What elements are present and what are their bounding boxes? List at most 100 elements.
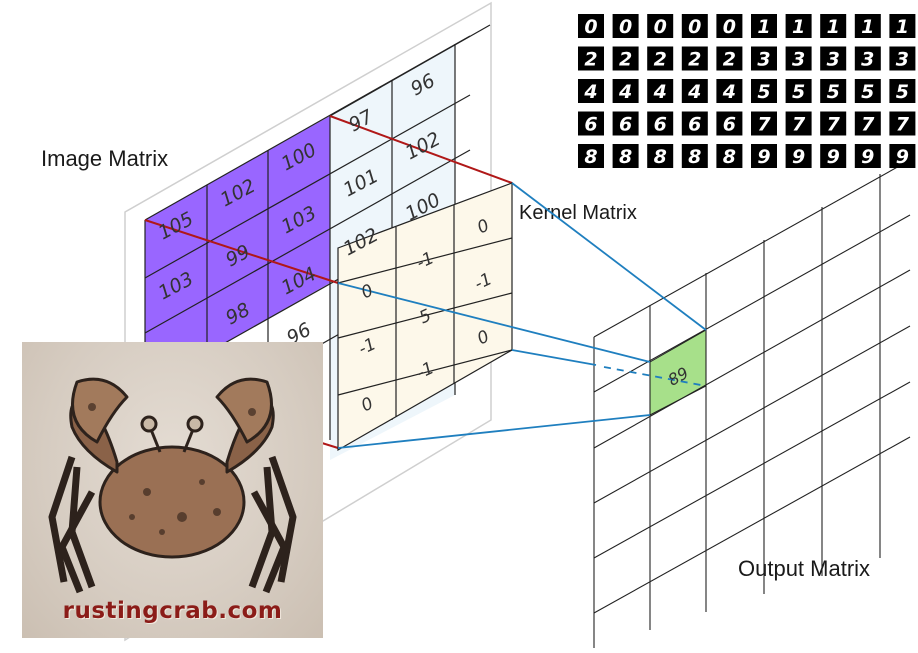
mnist-digit-tile xyxy=(681,79,708,103)
mnist-digit-tile xyxy=(681,111,708,136)
mnist-digit-glyph: 3 xyxy=(896,49,909,71)
mnist-digit-tile xyxy=(578,46,604,71)
mnist-digit-tile xyxy=(854,111,881,136)
kernel-to-output-lines xyxy=(337,182,707,449)
logo-text: rustingcrab.com xyxy=(62,598,283,624)
mnist-digit-tile xyxy=(889,46,916,71)
mnist-digit-tile xyxy=(612,144,639,168)
mnist-digit-glyph: 7 xyxy=(792,114,806,136)
mnist-digit-tile xyxy=(716,14,743,38)
mnist-digit-glyph: 2 xyxy=(723,49,736,71)
mnist-digit-tile xyxy=(681,14,708,38)
mnist-digit-glyph: 0 xyxy=(619,16,632,38)
output-matrix xyxy=(593,159,911,648)
kernel-cell-value: -1 xyxy=(472,269,496,294)
logo-panel: rustingcrab.com xyxy=(22,342,323,638)
mnist-digit-glyph: 5 xyxy=(861,81,874,103)
mnist-digit-glyph: 9 xyxy=(896,146,909,168)
image-matrix-label: Image Matrix xyxy=(41,146,169,171)
mnist-digit-tile xyxy=(785,144,812,168)
mnist-digit-glyph: 8 xyxy=(619,146,632,168)
mnist-digit-glyph: 7 xyxy=(896,114,910,136)
mnist-digit-tile xyxy=(820,46,847,71)
mnist-digit-glyph: 4 xyxy=(583,81,597,103)
mnist-digit-tile xyxy=(681,144,708,168)
mnist-digit-glyph: 9 xyxy=(792,146,805,168)
mnist-digit-tile xyxy=(716,79,743,103)
mnist-digit-tile xyxy=(647,79,674,103)
kernel-cell-value: -1 xyxy=(414,358,438,383)
mnist-digit-glyph: 6 xyxy=(688,114,701,136)
mnist-digit-glyph: 7 xyxy=(827,114,841,136)
mnist-digit-tile xyxy=(578,14,604,38)
mnist-digit-tile xyxy=(681,46,708,71)
mnist-digit-glyph: 2 xyxy=(619,49,632,71)
mnist-digit-tile xyxy=(854,144,881,168)
kernel-grid xyxy=(337,205,513,417)
mnist-digit-glyph: 9 xyxy=(861,146,874,168)
mnist-digit-glyph: 3 xyxy=(861,49,874,71)
mnist-digit-glyph: 1 xyxy=(757,16,770,38)
mnist-digit-tile xyxy=(716,111,743,136)
mnist-digit-glyph: 6 xyxy=(654,114,667,136)
mnist-digit-tile xyxy=(889,111,916,136)
mnist-digit-tile xyxy=(751,144,777,168)
mnist-digit-tile xyxy=(612,14,639,38)
mnist-digit-tile xyxy=(854,79,881,103)
mnist-digit-glyph: 0 xyxy=(688,16,701,38)
mnist-digit-glyph: 8 xyxy=(584,146,597,168)
mnist-digit-tile xyxy=(751,111,777,136)
mnist-digit-glyph: 6 xyxy=(584,114,597,136)
mnist-digit-glyph: 5 xyxy=(757,81,770,103)
mnist-digit-tile xyxy=(578,144,604,168)
mnist-digit-tile xyxy=(785,111,812,136)
image-matrix-top-edge xyxy=(329,24,491,117)
mnist-digit-glyph: 2 xyxy=(584,49,597,71)
mnist-digit-glyph: 5 xyxy=(827,81,840,103)
mnist-digit-glyph: 5 xyxy=(792,81,805,103)
kernel-matrix-label: Kernel Matrix xyxy=(519,202,637,224)
mnist-digit-glyph: 2 xyxy=(688,49,701,71)
image-receptive-field xyxy=(145,116,330,388)
mnist-digit-tile xyxy=(854,14,881,38)
mnist-digit-tile xyxy=(612,79,639,103)
mnist-digit-tile xyxy=(716,144,743,168)
mnist-digit-glyph: 3 xyxy=(757,49,770,71)
mnist-digit-glyph: 9 xyxy=(757,146,770,168)
mnist-digit-glyph: 3 xyxy=(792,49,805,71)
mnist-digit-glyph: 1 xyxy=(827,16,840,38)
mnist-digit-glyph: 1 xyxy=(896,16,909,38)
mnist-digit-tile xyxy=(647,144,674,168)
mnist-digit-glyph: 3 xyxy=(827,49,840,71)
mnist-digit-glyph: 0 xyxy=(584,16,597,38)
mnist-digit-tile xyxy=(820,79,847,103)
mnist-digit-glyph: 6 xyxy=(619,114,632,136)
mnist-digit-tile xyxy=(647,111,674,136)
mnist-digit-glyph: 7 xyxy=(861,114,875,136)
mnist-digit-glyph: 8 xyxy=(688,146,701,168)
mnist-digit-tile xyxy=(647,46,674,71)
mnist-digit-tile xyxy=(612,111,639,136)
mnist-digit-tile xyxy=(820,14,847,38)
mnist-digit-tile xyxy=(854,46,881,71)
mnist-digit-glyph: 2 xyxy=(654,49,667,71)
kernel-cell-value: -1 xyxy=(414,248,438,273)
mnist-digit-glyph: 4 xyxy=(618,81,632,103)
mnist-digit-glyph: 1 xyxy=(792,16,805,38)
output-grid xyxy=(593,159,911,648)
mnist-digit-tile xyxy=(578,111,604,136)
mnist-digit-tile xyxy=(785,79,812,103)
mnist-digit-tile xyxy=(751,14,777,38)
mnist-digit-tile xyxy=(820,144,847,168)
mnist-digit-tile xyxy=(751,79,777,103)
mnist-digit-tile xyxy=(785,14,812,38)
mnist-digit-tile xyxy=(647,14,674,38)
mnist-digit-tile xyxy=(578,79,604,103)
mnist-digit-glyph: 4 xyxy=(653,81,667,103)
output-matrix-label: Output Matrix xyxy=(738,556,871,581)
mnist-digit-glyph: 4 xyxy=(687,81,701,103)
mnist-digit-glyph: 0 xyxy=(654,16,667,38)
mnist-digit-glyph: 8 xyxy=(654,146,667,168)
mnist-digit-glyph: 9 xyxy=(827,146,840,168)
